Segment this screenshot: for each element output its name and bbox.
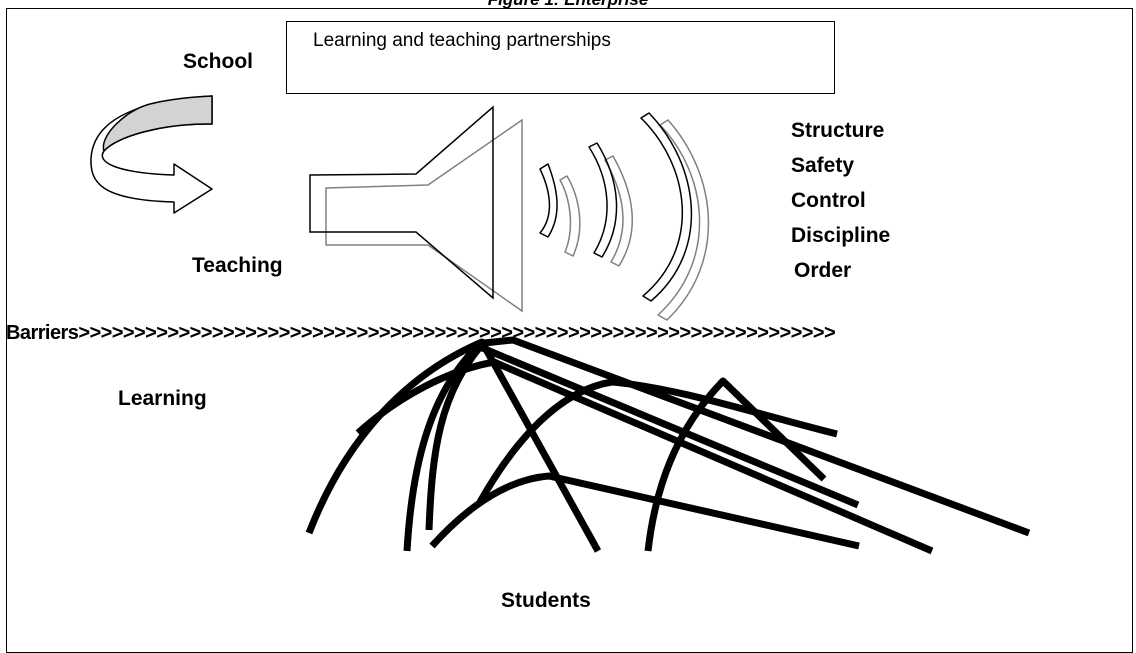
teaching-label: Teaching [192,254,283,277]
learning-lines [305,336,1031,555]
outcomes-list: Structure Safety Control Discipline Orde… [791,119,890,294]
curved-arrow-icon [90,95,213,214]
school-label: School [183,50,254,73]
partnership-box: Learning and teaching partnerships [286,21,835,94]
megaphone-icon [309,105,523,313]
learning-label: Learning [118,387,207,410]
outcome-discipline: Discipline [791,224,891,247]
outcome-safety: Safety [791,154,855,177]
barriers-label: Barriers [6,322,79,344]
outcome-order: Order [794,259,852,282]
sound-wave-icon [539,112,710,321]
students-label: Students [501,589,591,612]
barriers-chevrons: >>>>>>>>>>>>>>>>>>>>>>>>>>>>>>>>>>>>>>>>… [78,322,836,344]
barriers-line: Barriers>>>>>>>>>>>>>>>>>>>>>>>>>>>>>>>>… [6,322,836,344]
outcome-control: Control [791,189,866,212]
figure-title: Figure 1: Enterprise [0,0,1136,10]
outcome-structure: Structure [791,119,885,142]
